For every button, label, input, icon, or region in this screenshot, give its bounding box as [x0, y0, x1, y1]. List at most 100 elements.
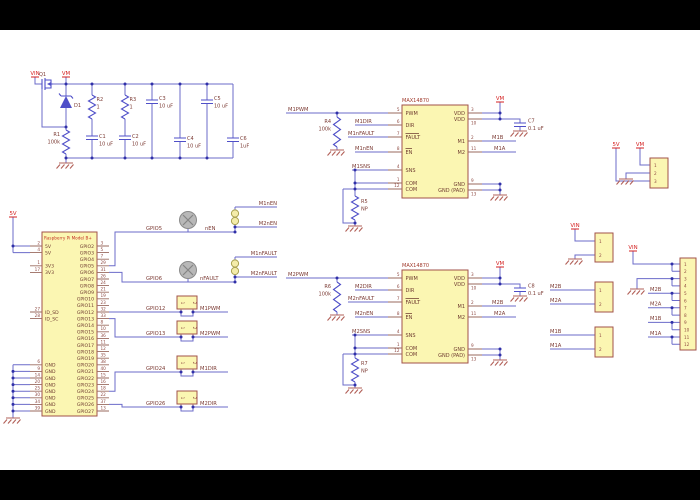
rpi-right-pin-num-21: 16 [101, 379, 107, 384]
r7-refdes: R7 [361, 361, 368, 367]
rpi-right-pin-name-7: GPIO9 [80, 290, 94, 296]
pin-num: 9 [471, 343, 474, 348]
jumper-pin-label: 1 [180, 327, 185, 330]
r4-refdes: R4 [324, 119, 331, 125]
ground-symbol [326, 314, 346, 322]
jumper-m2pwm [176, 320, 198, 335]
j-m1-pins: 12 [599, 333, 602, 352]
net-m1a-main: M1A [650, 331, 662, 337]
j-main-pin-5: 6 [684, 298, 687, 303]
pin-name: FAULT [406, 135, 422, 141]
net-m1a: M1A [494, 146, 506, 152]
rpi-right-pin-name-2: GPIO4 [80, 257, 94, 263]
capacitor-c1 [86, 135, 98, 141]
ground-symbol [55, 162, 75, 170]
rpi-left-pin-num-0: 2 [37, 240, 40, 245]
rpi-left-pin-name-22: GND [45, 389, 56, 395]
pin-num: 5 [397, 107, 400, 112]
rpi-right-pin-num-25: 13 [101, 405, 107, 410]
net-m2sns: M2SNS [352, 329, 370, 335]
5v-power-label: 5V [612, 142, 619, 148]
net-m1b-conn: M1B [550, 329, 562, 335]
c8-value: 0.1 uF [528, 291, 544, 297]
resistor-r1 [61, 129, 71, 155]
motor-driver-1: MAX14870 5 6 7 8 4 1 12 PWM DIR FAULT EN… [286, 96, 544, 233]
vin-power-label: VIN [570, 223, 579, 229]
pin-num: 8 [397, 311, 400, 316]
r2-refdes: R2 [97, 97, 104, 103]
rpi-right-pin-name-20: GPIO22 [77, 376, 94, 382]
net-m1nfault: M1nFAULT [251, 251, 278, 257]
rpi-left-pin-num-20: 14 [35, 372, 41, 377]
jumper-pin-label: 1 [180, 362, 185, 365]
capacitor-c6 [227, 137, 239, 143]
junction-dots [64, 82, 209, 160]
j-m1-wires [550, 334, 595, 350]
power-rail-wires [34, 77, 234, 163]
rpi-right-pin-num-18: 38 [101, 359, 107, 364]
j-main-pin-3: 4 [684, 284, 687, 289]
jumper-m1dir [176, 355, 198, 370]
resistor-r2 [87, 94, 97, 120]
rpi-left-pin-num-23: 30 [35, 392, 41, 397]
rpi-right-pin-num-10: 32 [101, 306, 107, 311]
nfault-jumper-pad-2 [230, 266, 240, 276]
rpi-right-pin-num-20: 15 [101, 372, 107, 377]
rpi-left-pin-num-19: 9 [37, 366, 40, 371]
net-m1sns: M1SNS [352, 164, 370, 170]
pin-name: M2 [458, 315, 466, 321]
connector-section: 123 5V VM 12 VIN 12 M2B M2A 12 M1B M1A 1… [550, 142, 697, 358]
jumper-pin-label: 1 [180, 397, 185, 400]
power-connector-body [649, 157, 669, 189]
jumper-pin-label: 2 [192, 302, 197, 305]
ground-symbol [626, 288, 646, 296]
r6-refdes: R6 [324, 284, 331, 290]
j-main-wires [632, 251, 680, 345]
capacitor-c2 [119, 135, 131, 141]
net-m2nfault-in: M2nFAULT [348, 296, 375, 302]
pin-name: COM [406, 346, 418, 352]
rpi-left-pin-stubs [30, 245, 42, 412]
top-letterbox-bar [0, 0, 700, 30]
c3-value: 10 uF [159, 104, 173, 110]
jumper-pin-label: 2 [192, 327, 197, 330]
pin-num: 12 [394, 183, 400, 188]
rpi-right-pin-num-0: 3 [101, 240, 104, 245]
rpi-right-pin-stubs [97, 245, 109, 412]
net-m2pwm: M2PWM [200, 331, 221, 337]
pin-name: COM [406, 352, 418, 358]
q1-refdes: Q1 [39, 72, 46, 78]
j-power-pin-1: 2 [654, 171, 657, 176]
j-m1-pin-1: 2 [599, 347, 602, 352]
rpi-5v-power-label: 5V [9, 211, 16, 217]
pin-name: DIR [406, 288, 415, 294]
zener-d1 [58, 93, 74, 108]
pin-name: EN [406, 150, 413, 156]
bottom-letterbox-bar [0, 470, 700, 500]
rpi-left-wires [12, 217, 30, 418]
vin-power-label: VIN [628, 245, 637, 251]
rpi-left-pin-num-22: 25 [35, 386, 41, 391]
rpi-right-pin-num-6: 24 [101, 280, 107, 285]
pin-num: 2 [471, 300, 474, 305]
pin-name: VDD [454, 111, 465, 117]
ground-symbol [489, 359, 509, 367]
j-main-pin-1: 2 [684, 269, 687, 274]
rpi-left-pin-num-24: 34 [35, 399, 41, 404]
net-m1dir: M1DIR [200, 366, 217, 372]
rpi-left-pin-name-0: 5V [45, 244, 52, 250]
rpi-right-pin-name-6: GPIO8 [80, 283, 94, 289]
jumper-pin-label: 2 [192, 362, 197, 365]
rpi-left-pin-name-25: GND [45, 409, 56, 415]
pin-num: 3 [471, 272, 474, 277]
rpi-right-pin-name-4: GPIO6 [80, 270, 94, 276]
j-power-pin-0: 1 [654, 163, 657, 168]
pin-num: 8 [397, 146, 400, 151]
pin-name: GND [454, 347, 466, 353]
j-power-wires [615, 148, 650, 182]
nfault-test-pad-x-icon [182, 264, 194, 276]
net-gpio12: GPIO12 [146, 306, 165, 312]
j-vin-pin-0: 1 [599, 239, 602, 244]
